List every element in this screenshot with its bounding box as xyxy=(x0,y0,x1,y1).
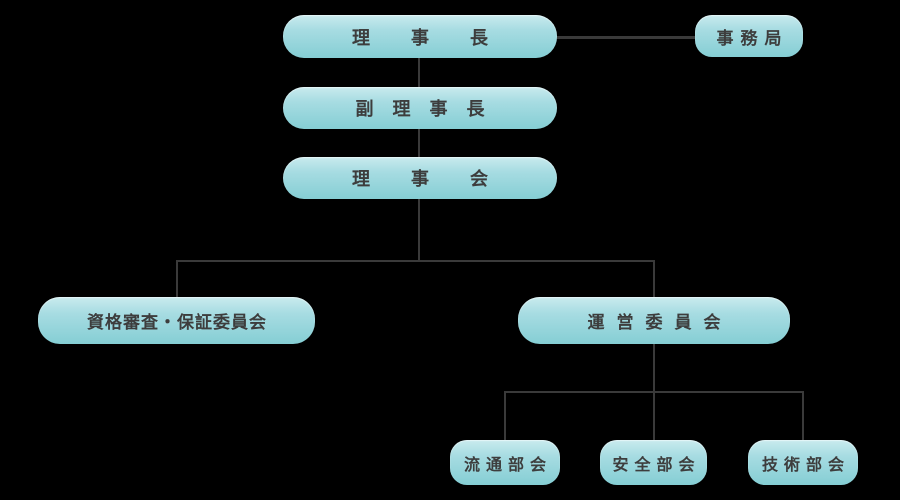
connector-management-stem xyxy=(653,343,655,392)
org-node-label: 運営委員会 xyxy=(587,313,733,333)
org-node-management-committee: 運営委員会 xyxy=(518,297,790,344)
org-node-secretariat: 事務局 xyxy=(695,15,803,57)
org-node-vice-chairman: 副理事長 xyxy=(283,87,557,129)
org-node-label: 技術部会 xyxy=(761,454,850,474)
connector-technical-drop xyxy=(802,391,804,441)
connector-safety-drop xyxy=(653,391,655,441)
org-node-label: 理事会 xyxy=(352,169,529,190)
connector-management-drop xyxy=(653,260,655,298)
org-node-distribution-subcommittee: 流通部会 xyxy=(450,440,560,485)
org-node-label: 資格審査・保証委員会 xyxy=(87,313,267,333)
org-node-label: 事務局 xyxy=(716,28,789,49)
connector-chairman-secretariat xyxy=(556,36,695,39)
connector-chairman-vice-chairman xyxy=(418,57,420,88)
org-node-chairman: 理事長 xyxy=(283,15,557,58)
org-node-label: 流通部会 xyxy=(463,454,552,474)
connector-vice-chairman-board xyxy=(418,128,420,158)
connector-board-branch xyxy=(176,260,655,262)
org-node-label: 副理事長 xyxy=(355,99,504,120)
connector-distribution-drop xyxy=(504,391,506,441)
org-node-technical-subcommittee: 技術部会 xyxy=(748,440,858,485)
org-node-label: 安全部会 xyxy=(612,454,701,474)
connector-qualification-drop xyxy=(176,260,178,298)
org-node-label: 理事長 xyxy=(352,27,529,49)
connector-board-stem xyxy=(418,198,420,261)
org-node-qualification-committee: 資格審査・保証委員会 xyxy=(38,297,315,344)
org-node-safety-subcommittee: 安全部会 xyxy=(600,440,707,485)
org-node-board: 理事会 xyxy=(283,157,557,199)
